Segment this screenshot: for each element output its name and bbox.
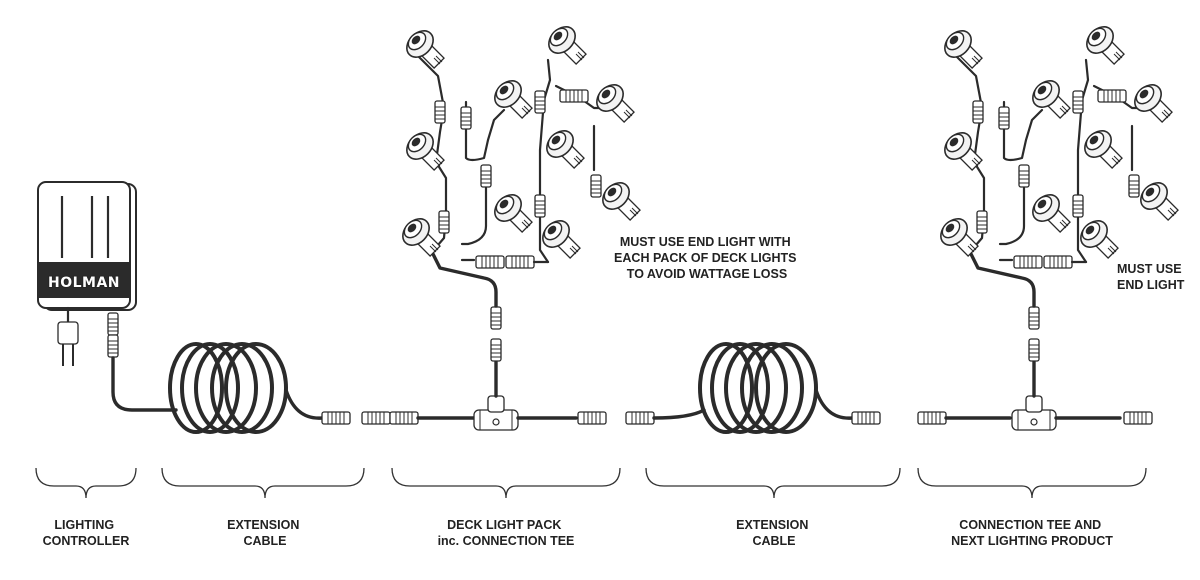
label-connection-tee-next: CONNECTION TEE AND NEXT LIGHTING PRODUCT bbox=[951, 518, 1113, 548]
label-line-1: DECK LIGHT PACK bbox=[447, 518, 561, 532]
brace-deck-pack bbox=[391, 467, 621, 499]
brace-controller bbox=[35, 467, 137, 499]
label-line-1: CONNECTION TEE AND bbox=[959, 518, 1101, 532]
brace-tee-next bbox=[917, 467, 1147, 499]
lighting-controller: HOLMAN bbox=[37, 181, 137, 366]
extension-cable-coil-2 bbox=[698, 342, 881, 434]
note-line-2: EACH PACK OF DECK LIGHTS bbox=[614, 251, 796, 265]
section-labels: LIGHTING CONTROLLER EXTENSION CABLE DECK… bbox=[43, 518, 1114, 548]
label-line-1: EXTENSION bbox=[227, 518, 299, 532]
brace-extension-1 bbox=[161, 467, 365, 499]
label-line-1: EXTENSION bbox=[736, 518, 808, 532]
label-line-2: CABLE bbox=[752, 534, 795, 548]
note-line-1: MUST USE END LIGHT WITH bbox=[620, 235, 791, 249]
label-deck-light-pack: DECK LIGHT PACK inc. CONNECTION TEE bbox=[438, 518, 575, 548]
label-extension-cable-2: EXTENSION CABLE bbox=[736, 518, 812, 548]
label-lighting-controller: LIGHTING CONTROLLER bbox=[43, 518, 130, 548]
note-line-2: END LIGHT bbox=[1117, 278, 1185, 292]
label-line-2: CONTROLLER bbox=[43, 534, 130, 548]
label-extension-cable-1: EXTENSION CABLE bbox=[227, 518, 303, 548]
deck-end-light-note: MUST USE END LIGHT WITH EACH PACK OF DEC… bbox=[614, 235, 800, 281]
next-end-light-note: MUST USE END LIGHT bbox=[1117, 262, 1185, 292]
note-line-3: TO AVOID WATTAGE LOSS bbox=[627, 267, 787, 281]
note-line-1: MUST USE bbox=[1117, 262, 1182, 276]
extension-cable-coil-1 bbox=[168, 342, 351, 434]
brace-extension-2 bbox=[645, 467, 901, 499]
label-line-2: CABLE bbox=[243, 534, 286, 548]
label-line-1: LIGHTING bbox=[54, 518, 114, 532]
deck-light-pack bbox=[395, 19, 655, 431]
brand-logo: HOLMAN bbox=[48, 275, 120, 291]
connection-tee-next-product bbox=[933, 19, 1180, 431]
label-line-2: NEXT LIGHTING PRODUCT bbox=[951, 534, 1113, 548]
label-line-2: inc. CONNECTION TEE bbox=[438, 534, 575, 548]
section-braces bbox=[35, 467, 1147, 499]
